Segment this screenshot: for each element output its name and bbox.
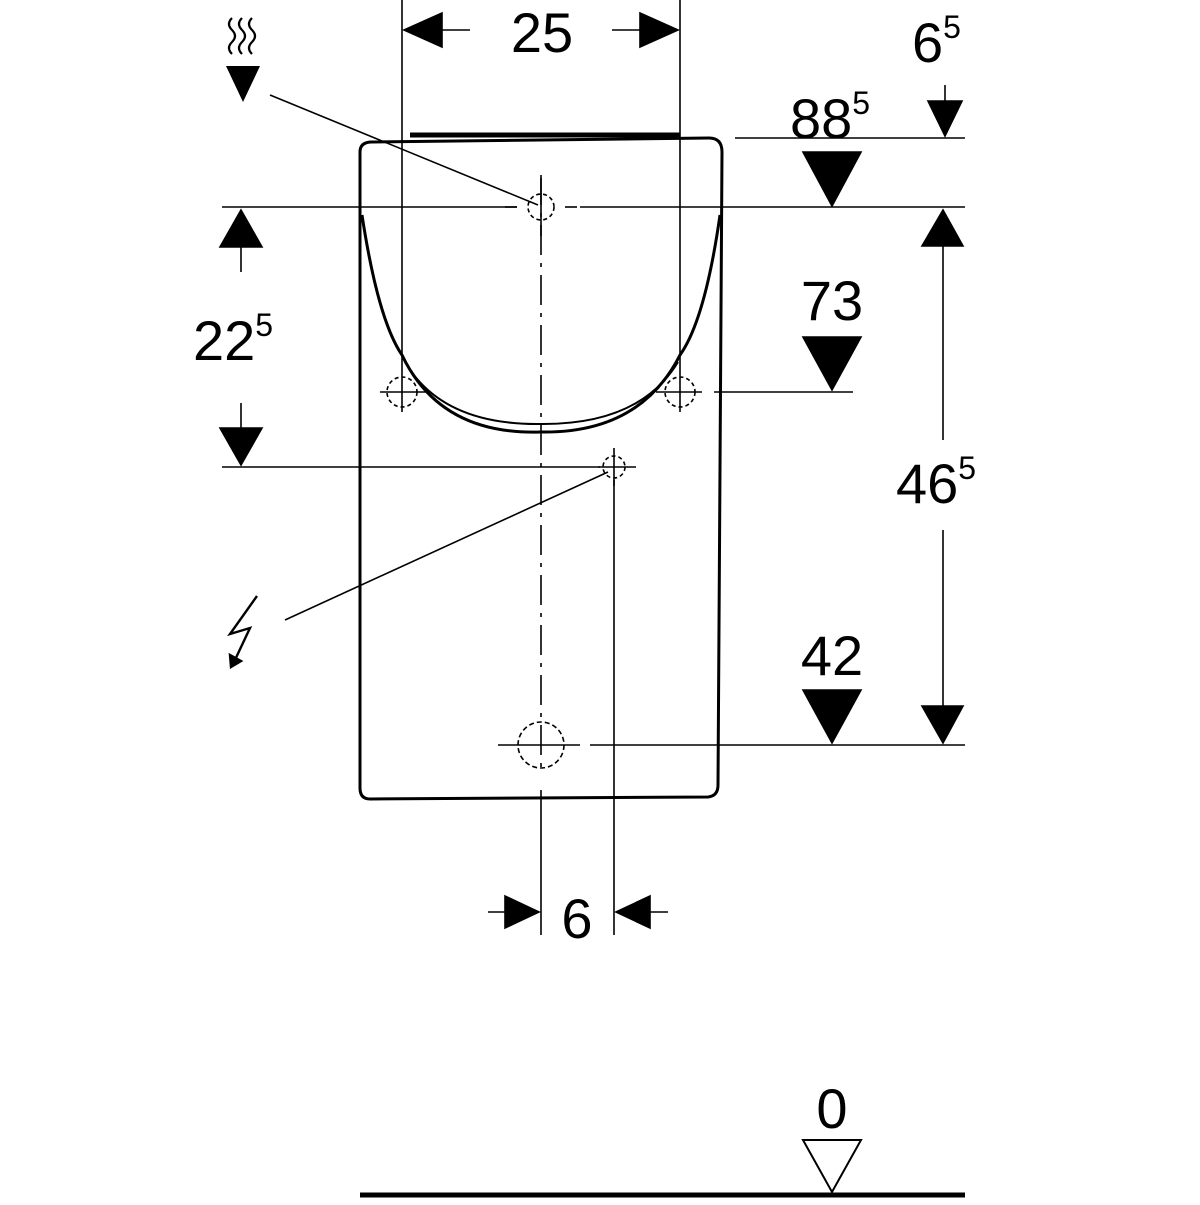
urinal-outline xyxy=(358,132,724,801)
reference-lines xyxy=(222,0,965,1198)
top-gap-dimension-label: 65 xyxy=(912,9,961,74)
mount-hole-left xyxy=(380,376,426,408)
inlet-to-outlet-dimension-label: 465 xyxy=(896,450,976,515)
outlet-connection xyxy=(498,721,580,769)
dimension-arrows xyxy=(218,11,965,1195)
inlet-to-power-dimension-label: 225 xyxy=(193,307,273,372)
inlet-height-label: 885 xyxy=(790,85,870,150)
outlet-height-label: 42 xyxy=(801,624,863,687)
mount-height-label: 73 xyxy=(801,269,863,332)
inlet-connection xyxy=(505,178,577,236)
electric-power-icon xyxy=(226,595,258,670)
width-dimension-label: 25 xyxy=(511,1,573,64)
floor-level-label: 0 xyxy=(816,1077,847,1140)
water-supply-icon xyxy=(226,17,260,102)
mount-hole-right xyxy=(656,376,702,408)
offset-dimension-label: 6 xyxy=(561,887,592,950)
power-connection xyxy=(598,448,636,486)
